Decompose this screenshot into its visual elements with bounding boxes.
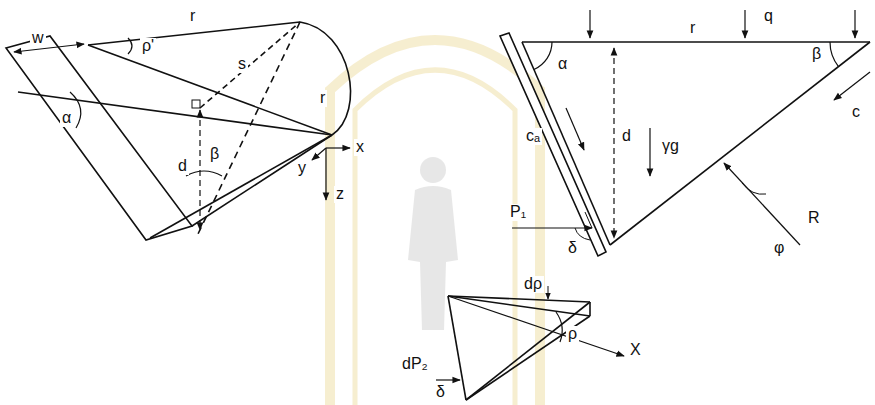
symbol-label: α bbox=[60, 110, 73, 127]
symbol-label: d bbox=[620, 128, 633, 145]
symbol-label: X bbox=[628, 342, 643, 359]
symbol-label: x bbox=[354, 139, 366, 156]
symbol-label: c bbox=[850, 104, 862, 121]
symbol-label: q bbox=[762, 8, 775, 25]
bottom-element bbox=[436, 286, 624, 400]
symbol-label: δ bbox=[566, 240, 579, 257]
symbol-label: ρ' bbox=[140, 38, 156, 55]
symbol-label: δ bbox=[434, 384, 447, 401]
symbol-label: β bbox=[810, 46, 823, 63]
symbol-label: α bbox=[556, 56, 569, 73]
symbol-label: cₐ bbox=[524, 128, 542, 145]
watermark bbox=[330, 40, 540, 405]
symbol-label: r bbox=[318, 90, 327, 107]
symbol-label: z bbox=[334, 186, 346, 203]
symbol-label: s bbox=[236, 56, 248, 73]
symbol-label: w bbox=[30, 30, 46, 47]
symbol-label: β bbox=[208, 146, 221, 163]
symbol-label: dρ bbox=[522, 276, 544, 293]
symbol-label: R bbox=[806, 210, 822, 227]
symbol-label: r bbox=[188, 8, 197, 25]
symbol-label: γg bbox=[660, 138, 681, 155]
symbol-label: r bbox=[688, 20, 697, 37]
symbol-label: ρ bbox=[566, 326, 579, 343]
symbol-label: P₁ bbox=[508, 204, 528, 221]
left-wedge bbox=[6, 22, 351, 240]
symbol-label: y bbox=[296, 160, 308, 177]
symbol-label: φ bbox=[772, 240, 786, 257]
symbol-label: d bbox=[176, 158, 189, 175]
symbol-label: dP₂ bbox=[400, 356, 430, 373]
right-section bbox=[500, 10, 870, 256]
